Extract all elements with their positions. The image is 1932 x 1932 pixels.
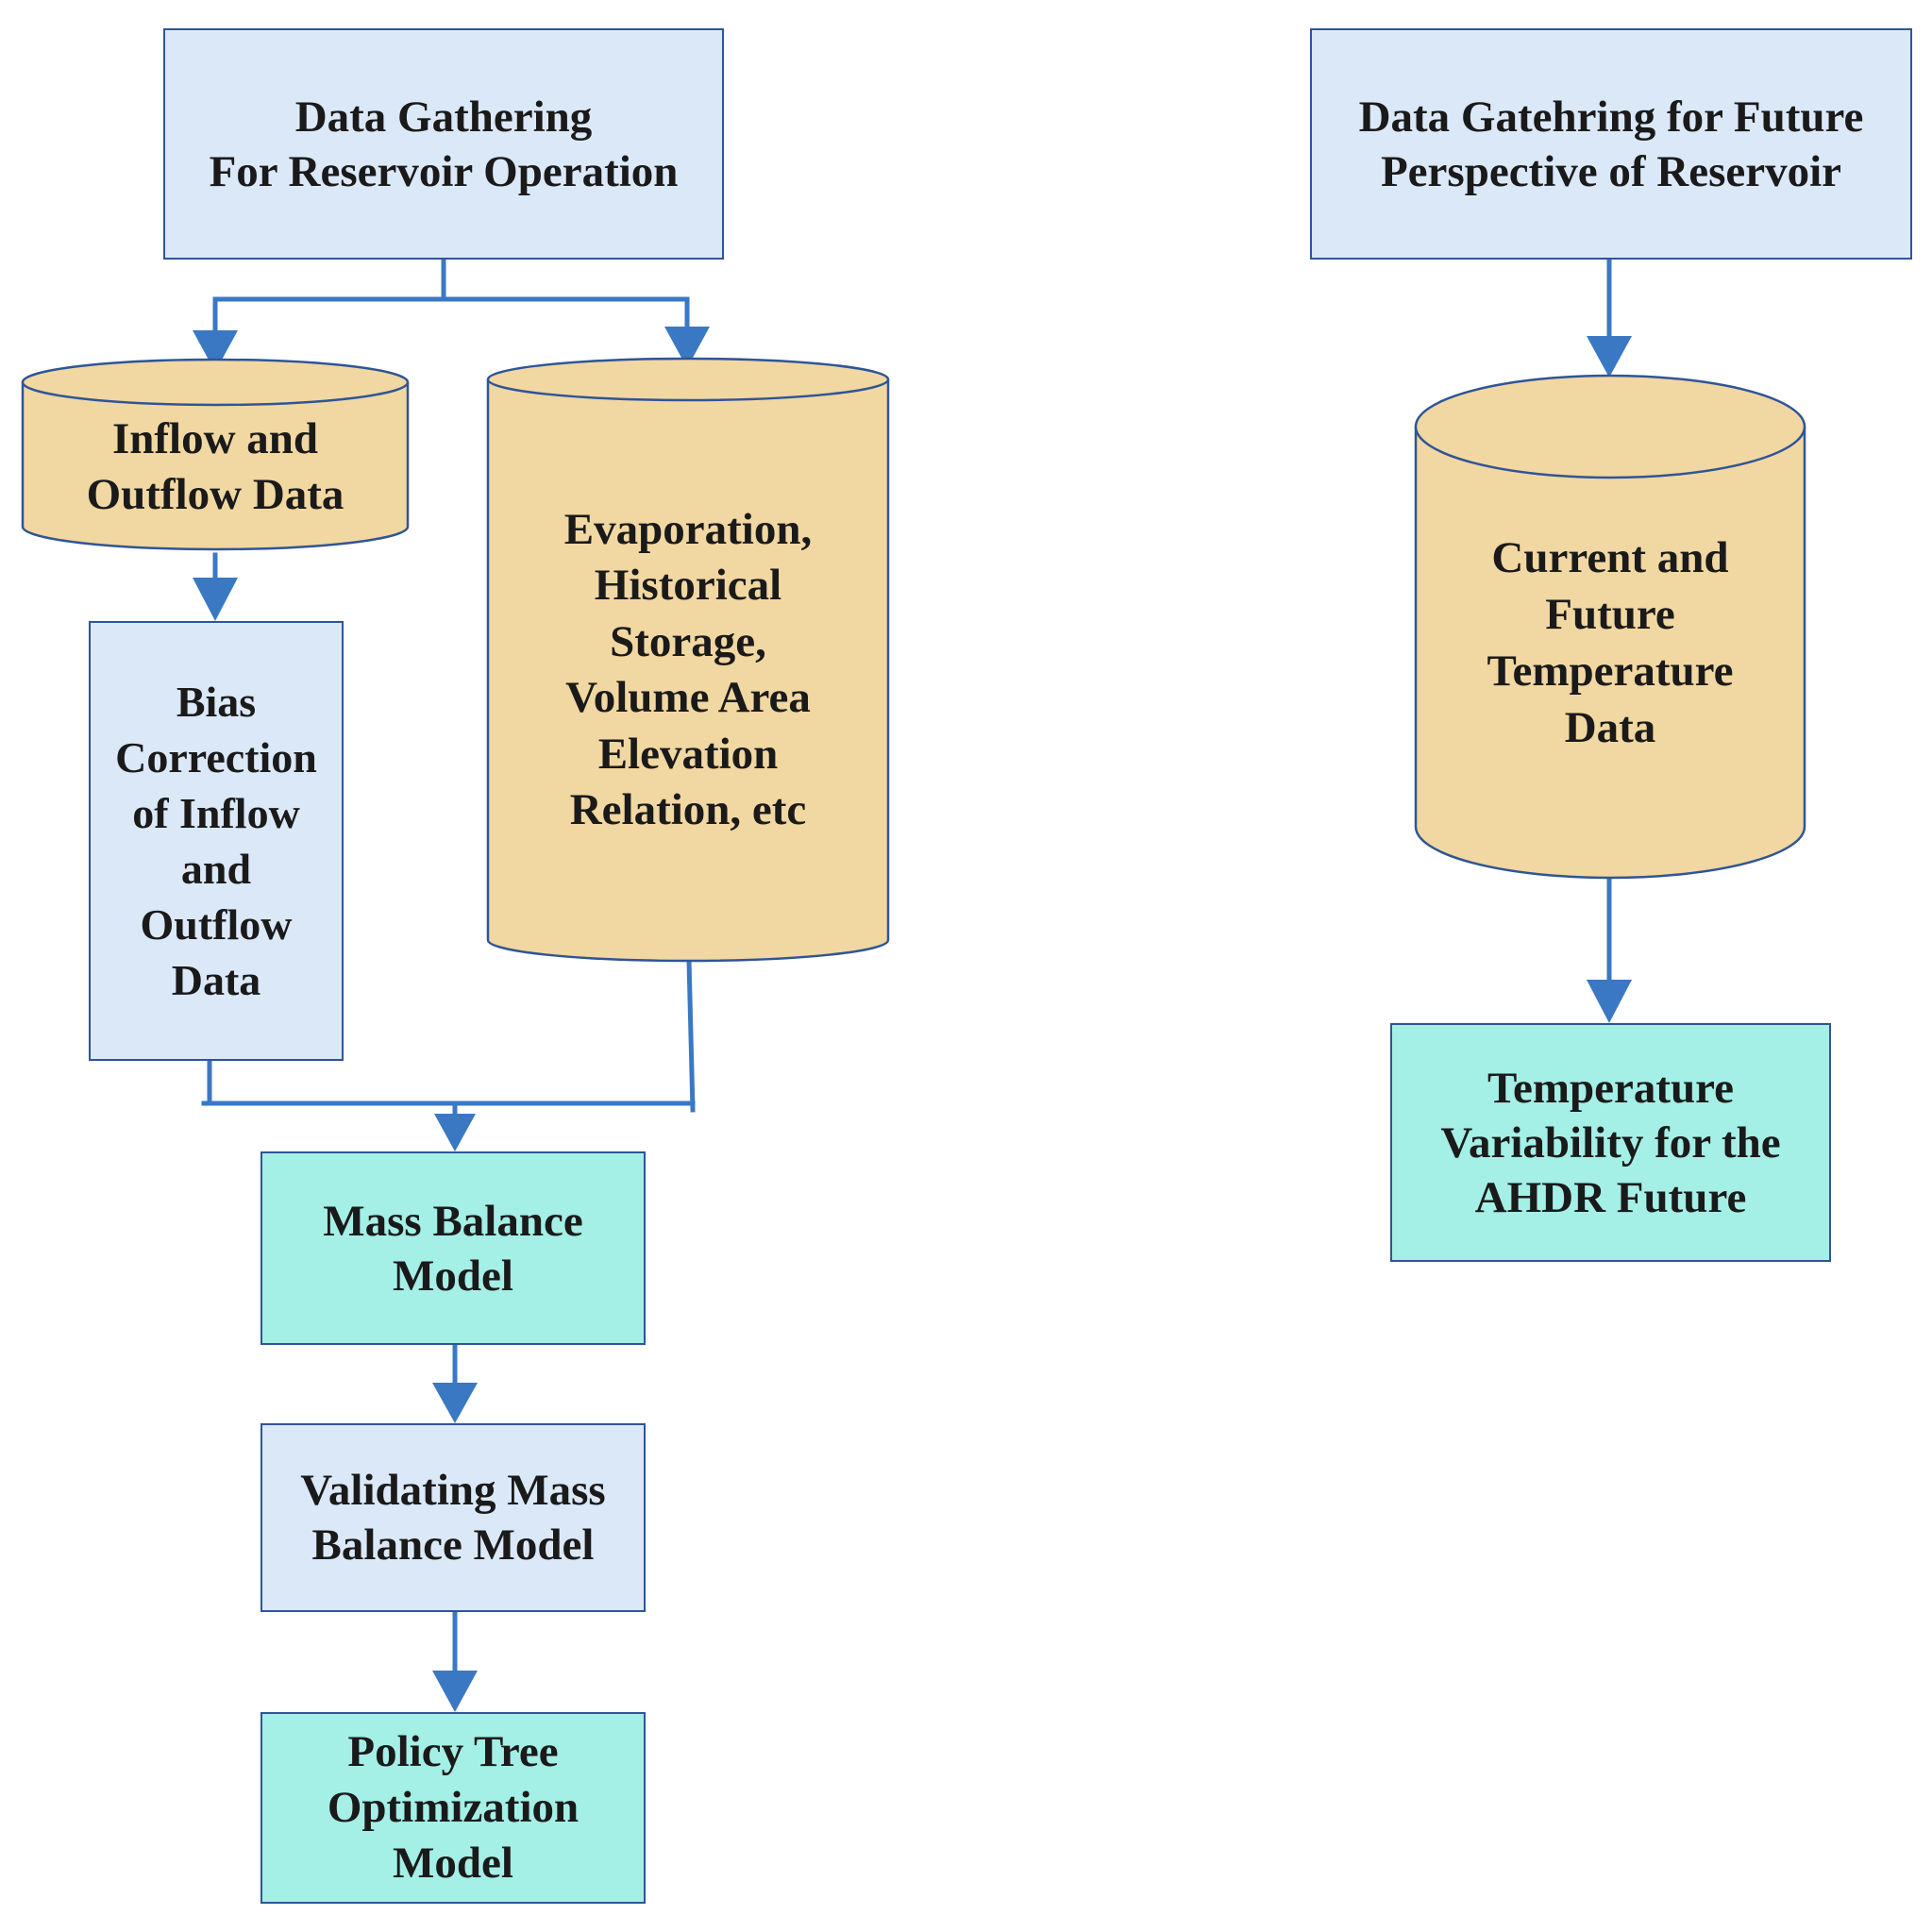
arrowhead-evaporation bbox=[664, 327, 710, 368]
arrowhead-variability bbox=[1587, 980, 1632, 1023]
evaporation-line-3: Storage, bbox=[610, 616, 766, 666]
policy-tree-line-1: Policy Tree bbox=[347, 1727, 559, 1776]
future-gathering-box: Data Gatehring for Future Perspective of… bbox=[1310, 28, 1912, 260]
temperature-data-line-4: Data bbox=[1564, 702, 1656, 752]
temperature-variability-line-3: AHDR Future bbox=[1474, 1172, 1747, 1222]
bias-correction-line-4: and bbox=[180, 845, 252, 893]
future-gathering-line-1: Data Gatehring for Future bbox=[1358, 92, 1864, 142]
inflow-outflow-line-1: Inflow and bbox=[111, 414, 319, 463]
temperature-variability-line-2: Variability for the bbox=[1440, 1117, 1781, 1168]
future-gathering-line-2: Perspective of Reservoir bbox=[1380, 146, 1842, 196]
temperature-data-line-3: Temperature bbox=[1487, 646, 1734, 696]
temperature-data-cylinder bbox=[1414, 374, 1806, 880]
inflow-outflow-label: Inflow and Outflow Data bbox=[23, 396, 408, 538]
bias-correction-line-6: Data bbox=[171, 956, 261, 1004]
bias-correction-box: Bias Correction of Inflow and Outflow Da… bbox=[89, 621, 344, 1061]
data-gathering-box: Data Gathering For Reservoir Operation bbox=[163, 28, 724, 260]
data-gathering-line-1: Data Gathering bbox=[294, 92, 593, 142]
arrowhead-temperature bbox=[1587, 336, 1632, 378]
bias-correction-line-5: Outflow bbox=[140, 900, 293, 949]
evaporation-line-6: Relation, etc bbox=[569, 785, 807, 834]
mass-balance-line-2: Model bbox=[393, 1251, 513, 1301]
arrowhead-mass-balance bbox=[434, 1114, 476, 1151]
evaporation-label: Evaporation, Historical Storage, Volume … bbox=[488, 472, 888, 868]
mass-balance-line-1: Mass Balance bbox=[323, 1196, 583, 1246]
bias-correction-line-3: of Inflow bbox=[132, 789, 300, 837]
arrowhead-bias bbox=[193, 578, 238, 621]
validating-box: Validating Mass Balance Model bbox=[260, 1423, 646, 1612]
temperature-variability-box: Temperature Variability for the AHDR Fut… bbox=[1390, 1023, 1831, 1262]
evaporation-line-2: Historical bbox=[594, 561, 782, 610]
validating-line-1: Validating Mass bbox=[300, 1466, 606, 1515]
policy-tree-box: Policy Tree Optimization Model bbox=[260, 1712, 646, 1904]
evaporation-cylinder bbox=[486, 357, 890, 963]
bias-correction-line-2: Correction bbox=[115, 733, 317, 781]
evaporation-line-5: Elevation bbox=[597, 729, 779, 779]
temperature-data-line-2: Future bbox=[1545, 589, 1675, 639]
policy-tree-line-2: Optimization bbox=[327, 1783, 580, 1832]
bias-correction-line-1: Bias bbox=[176, 678, 257, 726]
connector-evaporation-down bbox=[686, 958, 696, 1113]
policy-tree-line-3: Model bbox=[393, 1839, 513, 1888]
temperature-data-label: Current and Future Temperature Data bbox=[1416, 508, 1805, 777]
arrowhead-inflow bbox=[193, 330, 238, 372]
validating-line-2: Balance Model bbox=[311, 1520, 595, 1570]
temperature-data-line-1: Current and bbox=[1491, 532, 1729, 582]
evaporation-line-1: Evaporation, bbox=[563, 504, 813, 554]
mass-balance-box: Mass Balance Model bbox=[260, 1151, 646, 1345]
inflow-outflow-cylinder bbox=[21, 358, 410, 551]
arrowhead-policy bbox=[432, 1671, 478, 1712]
arrowhead-validating bbox=[432, 1383, 478, 1423]
temperature-variability-line-1: Temperature bbox=[1487, 1063, 1735, 1113]
evaporation-line-4: Volume Area bbox=[565, 673, 811, 722]
data-gathering-line-2: For Reservoir Operation bbox=[209, 146, 679, 196]
inflow-outflow-line-2: Outflow Data bbox=[86, 470, 344, 519]
